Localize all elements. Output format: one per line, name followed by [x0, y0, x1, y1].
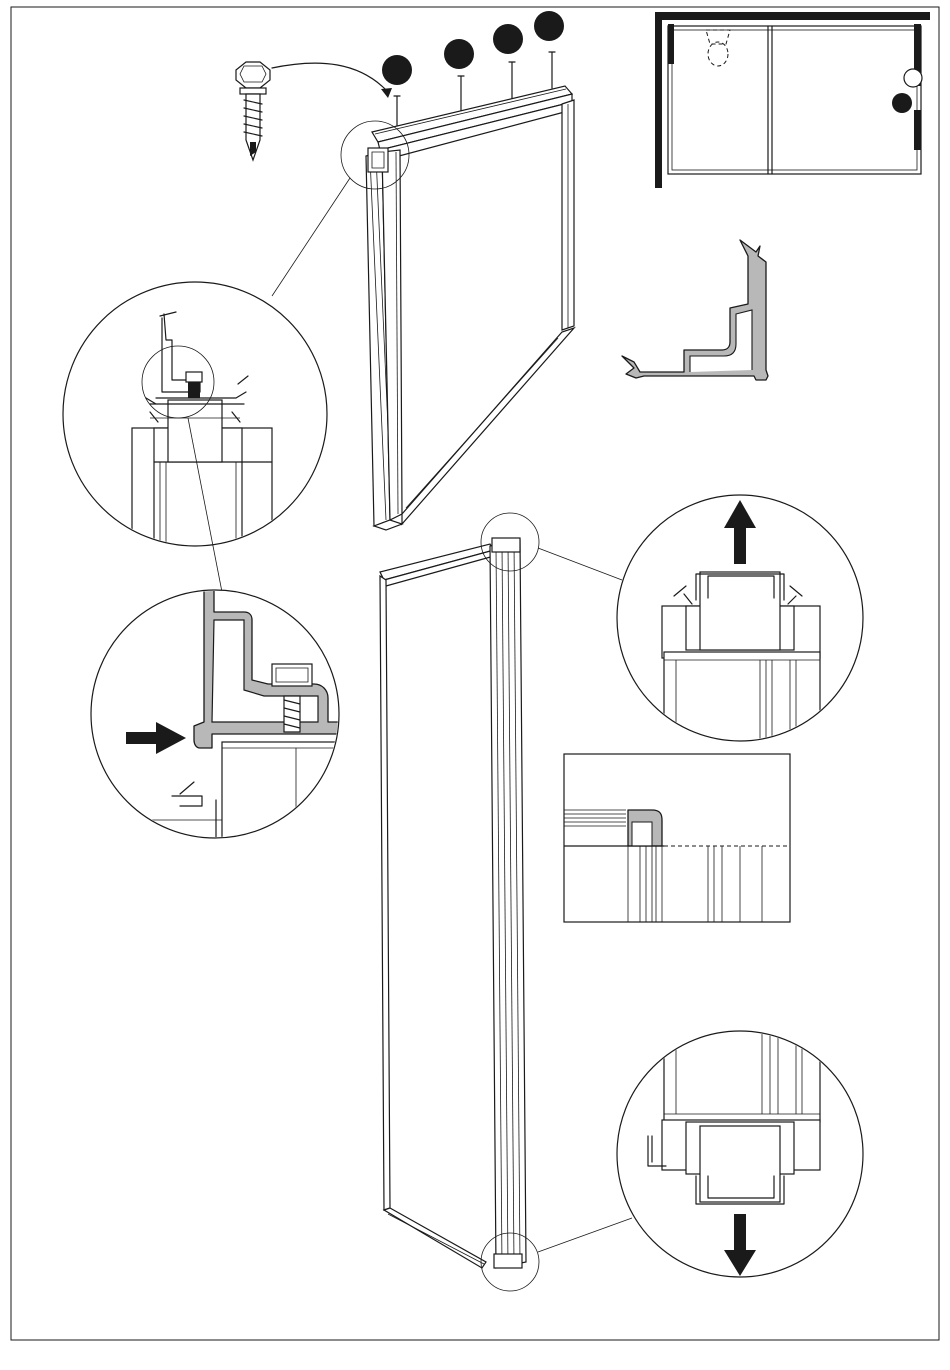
profile-cross-section	[622, 240, 768, 380]
lower-glass-panel	[380, 538, 526, 1268]
detail-circle-a	[63, 282, 327, 548]
marker-3	[493, 24, 523, 54]
open-position-marker	[904, 69, 922, 87]
marker-4	[534, 11, 564, 41]
detail-circle-d	[617, 1030, 863, 1277]
marker-2	[444, 39, 474, 69]
marker-1	[382, 55, 412, 85]
self-drilling-screw-icon	[236, 62, 392, 160]
detail-circle-c	[617, 495, 863, 772]
upper-glass-panel	[366, 86, 574, 530]
detail-rectangle	[564, 754, 790, 922]
plan-view-inset	[655, 12, 930, 188]
marker-current-side	[892, 93, 912, 113]
detail-circle-b	[91, 586, 342, 842]
